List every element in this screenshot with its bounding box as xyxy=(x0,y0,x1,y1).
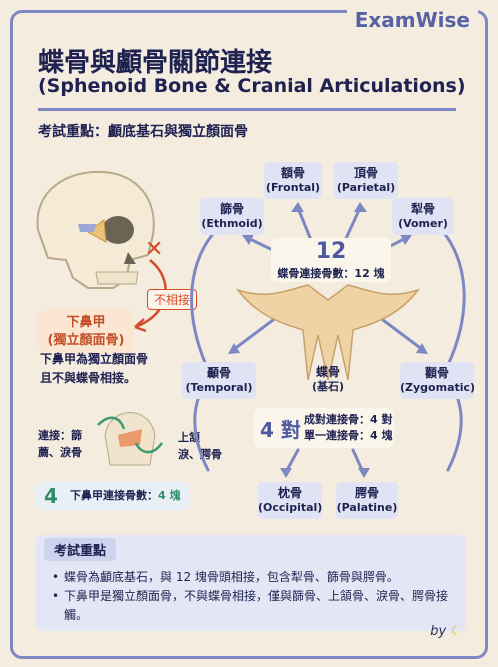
page-title: 蝶骨與顱骨關節連接 xyxy=(38,48,273,78)
bone-zh: 顴骨 xyxy=(424,366,449,380)
bone-en: (Parietal) xyxy=(336,181,396,195)
stat-4-box: 4 對 成對連接骨：4 對 單一連接骨：4 塊 xyxy=(254,408,394,448)
bone-en: (Occipital) xyxy=(258,501,323,515)
desc-line: 且不與蝶骨相接。 xyxy=(40,370,137,385)
inferior-concha-sub: (獨立顏面骨) xyxy=(47,332,125,348)
bone-frontal: 額骨 (Frontal) xyxy=(264,162,322,200)
articulation-diagram: 額骨 (Frontal) 頂骨 (Parietal) 篩骨 (Ethmoid) … xyxy=(178,150,478,530)
bone-zh: 腭骨 xyxy=(354,486,379,500)
conn-line: 連接：篩 xyxy=(38,429,82,442)
bone-zh: 犁骨 xyxy=(410,202,435,216)
key-point-item: • 蝶骨為顱底基石，與 12 塊骨頭相接，包含犁骨、篩骨與腭骨。 xyxy=(52,568,452,587)
byline-text: by xyxy=(430,624,447,639)
bone-occipital: 枕骨 (Occipital) xyxy=(258,482,323,520)
byline: by ☾ xyxy=(430,624,462,639)
stat-4-text: 成對連接骨：4 對 單一連接骨：4 塊 xyxy=(304,412,392,444)
bone-sub: (基石) xyxy=(311,380,345,394)
stat-12-number: 12 xyxy=(315,239,347,264)
connection-left-text: 連接：篩 薦、淚骨 xyxy=(38,428,82,461)
bone-en: (Palatine) xyxy=(336,501,398,515)
key-point-item: • 下鼻甲是獨立顏面骨，不與蝶骨相接，僅與篩骨、上頷骨、淚骨、腭骨接觸。 xyxy=(52,587,452,625)
bullet-icon: • xyxy=(52,589,60,604)
bone-en: (Zygomatic) xyxy=(400,381,476,395)
key-point-text: 蝶骨為顱底基石，與 12 塊骨頭相接，包含犁骨、篩骨與腭骨。 xyxy=(64,570,399,584)
focus-heading: 考試重點：顱底基石與獨立顏面骨 xyxy=(38,124,248,140)
nasal-cavity-illustration xyxy=(97,412,164,466)
bone-en: (Frontal) xyxy=(265,181,321,195)
concha-count-value: 4 塊 xyxy=(158,489,181,502)
bullet-icon: • xyxy=(52,570,60,584)
page-subtitle: (Sphenoid Bone & Cranial Articulations) xyxy=(38,75,466,97)
inferior-concha-label: 下鼻甲 xyxy=(66,315,106,330)
bone-en: (Temporal) xyxy=(185,381,253,395)
key-point-text: 下鼻甲是獨立顏面骨，不與蝶骨相接，僅與篩骨、上頷骨、淚骨、腭骨接觸。 xyxy=(64,589,449,623)
bone-zh: 顳骨 xyxy=(206,366,231,380)
stat-4-line: 成對連接骨：4 對 xyxy=(304,413,393,426)
bone-zygomatic: 顴骨 (Zygomatic) xyxy=(400,362,476,400)
bone-temporal: 顳骨 (Temporal) xyxy=(182,362,256,400)
bone-ethmoid: 篩骨 (Ethmoid) xyxy=(200,198,264,236)
bone-parietal: 頂骨 (Parietal) xyxy=(334,162,398,200)
moon-logo-icon: ☾ xyxy=(450,624,462,639)
no-joint-badge: 不相接 xyxy=(147,289,198,310)
bone-zh: 頂骨 xyxy=(353,166,378,180)
desc-line: 下鼻甲為獨立顏面骨 xyxy=(40,352,149,366)
page-frame xyxy=(10,10,488,659)
key-points-list: • 蝶骨為顱底基石，與 12 塊骨頭相接，包含犁骨、篩骨與腭骨。 • 下鼻甲是獨立顏… xyxy=(52,568,452,626)
concha-count-box: 4 下鼻甲連接骨數：4 塊 xyxy=(36,482,190,510)
inferior-concha-description: 下鼻甲為獨立顏面骨 且不與蝶骨相接。 xyxy=(40,350,148,387)
stat-12-box: 12 蝶骨連接骨數：12 塊 xyxy=(271,238,391,282)
bone-en: (Vomer) xyxy=(398,217,448,231)
bone-zh: 枕骨 xyxy=(277,486,302,500)
title-divider xyxy=(38,108,456,111)
concha-count-label: 下鼻甲連接骨數： xyxy=(70,489,158,502)
bone-zh: 額骨 xyxy=(280,166,305,180)
concha-count-number: 4 xyxy=(44,484,58,508)
bone-zh: 篩骨 xyxy=(219,202,244,216)
stat-4-number: 4 對 xyxy=(260,418,301,442)
no-joint-cross-icon: ✕ xyxy=(145,237,164,262)
brand-logo: ExamWise xyxy=(346,8,478,32)
bone-vomer: 犁骨 (Vomer) xyxy=(392,198,454,236)
inferior-concha-box: 下鼻甲 (獨立顏面骨) xyxy=(38,310,134,354)
bone-en: (Ethmoid) xyxy=(201,217,263,231)
skull-illustration xyxy=(36,170,155,289)
stat-4-line: 單一連接骨：4 塊 xyxy=(304,429,393,442)
conn-line: 薦、淚骨 xyxy=(38,445,82,459)
bone-zh: 蝶骨 xyxy=(315,365,340,379)
bone-palatine: 腭骨 (Palatine) xyxy=(336,482,398,520)
sphenoid-label: 蝶骨 (基石) xyxy=(300,364,356,395)
key-points-title: 考試重點 xyxy=(44,538,117,561)
concha-count-text: 下鼻甲連接骨數：4 塊 xyxy=(70,482,180,510)
stat-12-text: 蝶骨連接骨數：12 塊 xyxy=(277,267,385,280)
